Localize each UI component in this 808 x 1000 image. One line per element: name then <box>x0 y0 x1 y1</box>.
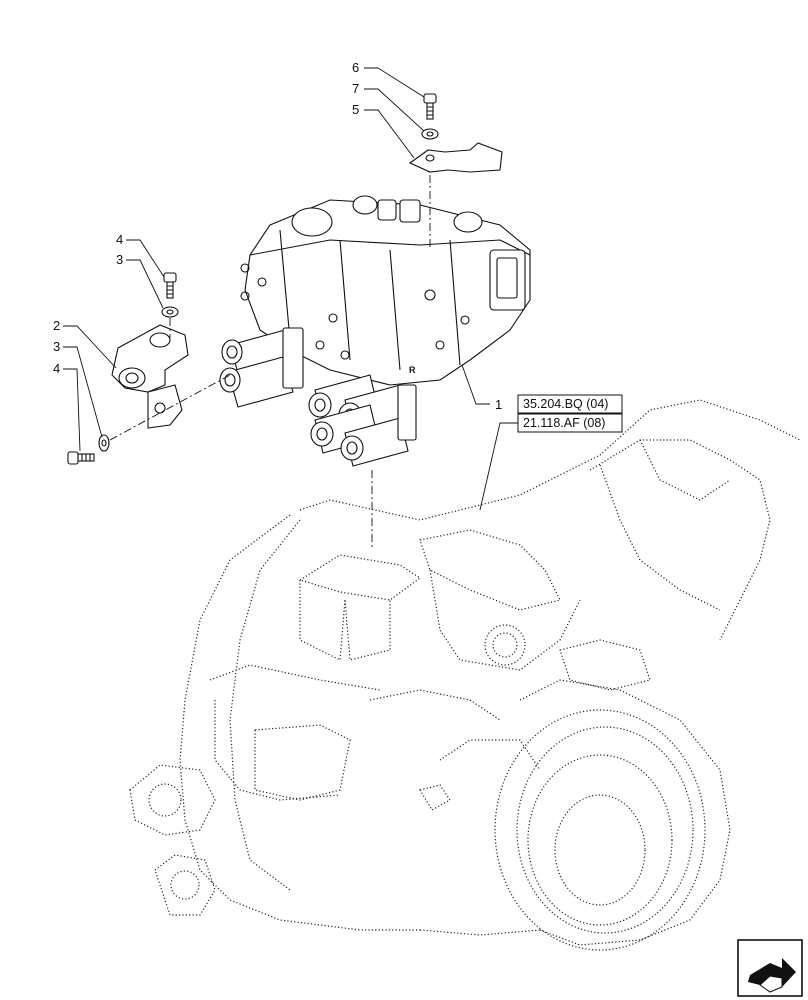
washer-top <box>421 128 439 140</box>
callout-4-lower: 4 <box>53 361 60 376</box>
lower-quick-couplers <box>308 374 417 467</box>
control-valve-assembly: R <box>219 195 531 467</box>
reference-box-35-204-bq[interactable]: 35.204.BQ (04) <box>517 394 623 414</box>
reference-label-21-118-af[interactable]: 21.118.AF (08) <box>523 416 605 430</box>
upper-quick-couplers <box>219 327 304 408</box>
washer-lower <box>98 434 110 452</box>
bolt-top <box>423 93 437 120</box>
reference-box-21-118-af[interactable]: 21.118.AF (08) <box>517 413 623 433</box>
callout-3-upper: 3 <box>116 252 123 267</box>
callout-6: 6 <box>352 60 359 75</box>
assembly-axis-lines <box>109 175 431 550</box>
mounting-bracket <box>111 324 189 429</box>
callout-labels: 6 7 5 4 3 2 3 4 1 <box>53 60 502 412</box>
callout-2: 2 <box>53 318 60 333</box>
next-page-arrow-icon[interactable] <box>737 939 803 997</box>
callout-4-upper: 4 <box>116 232 123 247</box>
callout-7: 7 <box>352 81 359 96</box>
retaining-plate <box>408 142 503 173</box>
bolt-lower <box>67 451 95 465</box>
callout-5: 5 <box>352 102 359 117</box>
leader-lines <box>63 67 518 511</box>
callout-3-lower: 3 <box>53 339 60 354</box>
valve-marking-r: R <box>409 365 416 375</box>
washer-upper <box>161 306 179 318</box>
bolt-upper <box>163 272 177 299</box>
tractor-chassis-outline <box>129 399 801 951</box>
reference-label-35-204-bq[interactable]: 35.204.BQ (04) <box>523 397 608 411</box>
callout-1: 1 <box>495 397 502 412</box>
